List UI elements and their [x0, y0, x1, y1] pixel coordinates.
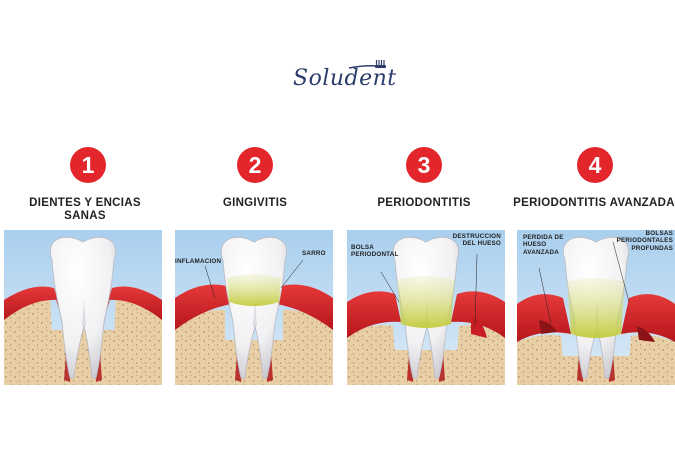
stage-number-badge: 1: [70, 147, 106, 183]
stage-1: 1 DIENTES Y ENCIAS SANAS: [0, 0, 170, 450]
periodontitis-illustration: BOLSA PERIODONTAL DESTRUCCION DEL HUESO: [347, 230, 505, 385]
stage-title: PERIODONTITIS AVANZADA: [509, 197, 675, 210]
stage-number-badge: 3: [406, 147, 442, 183]
periodontal-pocket-label: BOLSA PERIODONTAL: [351, 244, 403, 259]
inflammation-label: INFLAMACION: [175, 258, 221, 265]
tartar-label: SARRO: [302, 250, 326, 257]
gingivitis-illustration: INFLAMACION SARRO: [175, 230, 333, 385]
stage-2: 2 GINGIVITIS INFLAMACION SARRO: [170, 0, 340, 450]
stage-title: DIENTES Y ENCIAS SANAS: [10, 197, 160, 223]
advanced-bone-loss-label: PERDIDA DE HUESO AVANZADA: [523, 234, 567, 256]
healthy-tooth-illustration: [4, 230, 162, 385]
stage-number-badge: 4: [577, 147, 613, 183]
deep-pockets-label: BOLSAS PERIODONTALES PROFUNDAS: [611, 230, 673, 252]
stage-4: 4 PERIODONTITIS AVANZADA PERDIDA DE HUES…: [505, 0, 675, 450]
advanced-periodontitis-illustration: PERDIDA DE HUESO AVANZADA BOLSAS PERIODO…: [517, 230, 675, 385]
stage-title: PERIODONTITIS: [339, 197, 509, 210]
stage-title: GINGIVITIS: [170, 197, 340, 210]
stage-3: 3 PERIODONTITIS BOLSA PERIODONTAL DESTRU…: [339, 0, 509, 450]
bone-destruction-label: DESTRUCCION DEL HUESO: [439, 233, 501, 248]
stage-number-badge: 2: [237, 147, 273, 183]
